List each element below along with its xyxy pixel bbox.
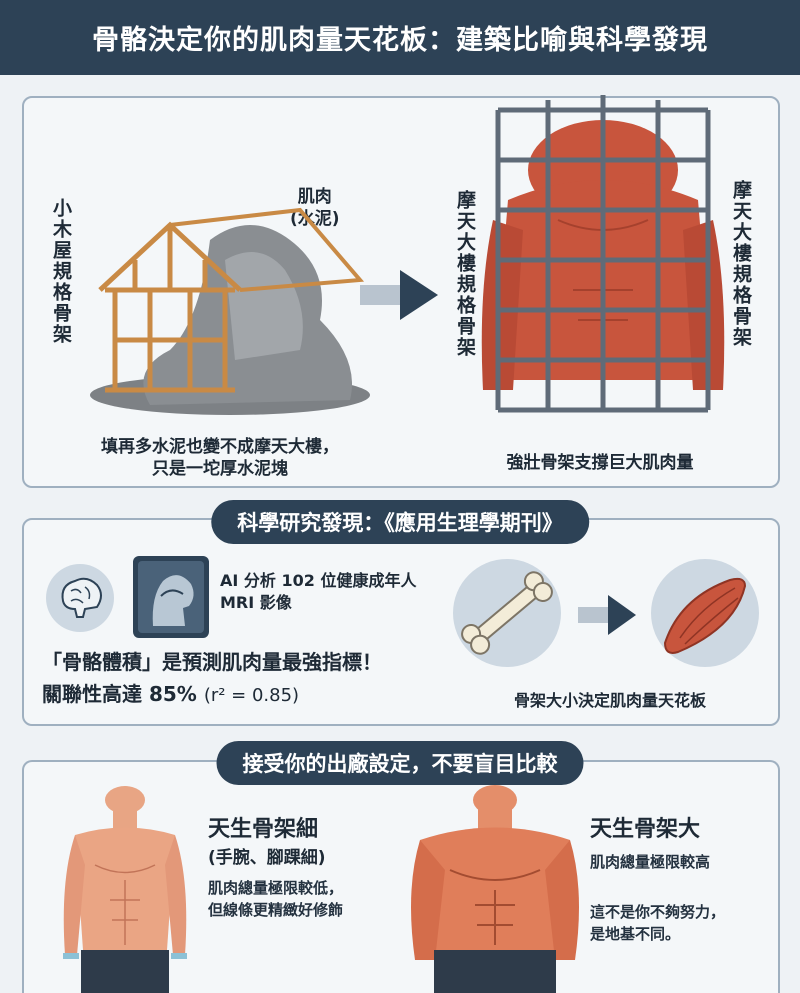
large-frame-desc1: 肌肉總量極限較高: [590, 853, 711, 871]
mri-scan-icon: [133, 556, 209, 638]
cement-label-line1: 肌肉: [297, 187, 332, 207]
claim-r-squared: (r² = 0.85): [203, 685, 300, 706]
title-bar: 骨骼決定你的肌肉量天花板：建築比喻與科學發現: [0, 0, 800, 75]
study-description: AI 分析 102 位健康成年人 MRI 影像: [220, 570, 416, 614]
muscle-icon: [651, 559, 759, 667]
bone-icon: [453, 559, 561, 667]
slim-body-illustration: [63, 786, 187, 993]
skyscraper-label-right: 摩天大樓規格骨架: [730, 180, 752, 348]
large-frame-text: 天生骨架大 肌肉總量極限較高 這不是你不夠努力， 是地基不同。: [590, 815, 725, 945]
house-caption-line2: 只是一坨厚水泥塊: [152, 459, 288, 479]
bone-caption: 骨架大小決定肌肉量天花板: [513, 691, 706, 710]
skyscraper-label-left: 摩天大樓規格骨架: [454, 190, 476, 358]
page-title: 骨骼決定你的肌肉量天花板：建築比喻與科學發現: [92, 25, 708, 56]
small-frame-subtitle: (手腕、腳踝細): [208, 848, 326, 868]
skyscraper-caption: 強壯骨架支撐巨大肌肉量: [506, 453, 694, 473]
claim-prefix: 關聯性高達: [42, 682, 149, 706]
small-frame-desc1: 肌肉總量極限較低，: [208, 879, 344, 897]
house-frame-label: 小木屋規格骨架: [50, 198, 72, 345]
claim-line1: 「骨骼體積」是預測肌肉量最強指標！: [42, 650, 382, 674]
large-frame-desc3: 是地基不同。: [590, 925, 681, 943]
muscular-body-illustration: [411, 785, 579, 993]
key-finding: 「骨骼體積」是預測肌肉量最強指標！ 關聯性高達 85% (r² = 0.85): [42, 646, 382, 712]
arrow-right-icon: [360, 270, 438, 320]
large-frame-desc2: 這不是你不夠努力，: [590, 903, 726, 921]
study-line1: AI 分析 102 位健康成年人: [220, 571, 417, 590]
brain-icon: [46, 564, 114, 632]
study-line2: MRI 影像: [220, 593, 292, 612]
large-frame-title: 天生骨架大: [590, 817, 701, 842]
claim-line2: 關聯性高達 85% (r² = 0.85): [42, 678, 382, 712]
house-caption: 填再多水泥也變不成摩天大樓， 只是一坨厚水泥塊: [70, 436, 370, 480]
claim-percent: 85%: [148, 682, 197, 706]
small-frame-desc2: 但線條更精緻好修飾: [208, 901, 344, 919]
arrow-right-icon: [578, 595, 636, 635]
house-caption-line1: 填再多水泥也變不成摩天大樓，: [101, 437, 339, 457]
small-frame-text: 天生骨架細 (手腕、腳踝細) 肌肉總量極限較低， 但線條更精緻好修飾: [208, 815, 343, 921]
science-section-title: 科學研究發現：《應用生理學期刊》: [211, 500, 589, 544]
skyscraper-muscle-illustration: [481, 95, 725, 413]
wooden-house-illustration: [90, 207, 370, 415]
acceptance-section-title: 接受你的出廠設定，不要盲目比較: [216, 741, 584, 785]
small-frame-title: 天生骨架細: [208, 817, 319, 842]
